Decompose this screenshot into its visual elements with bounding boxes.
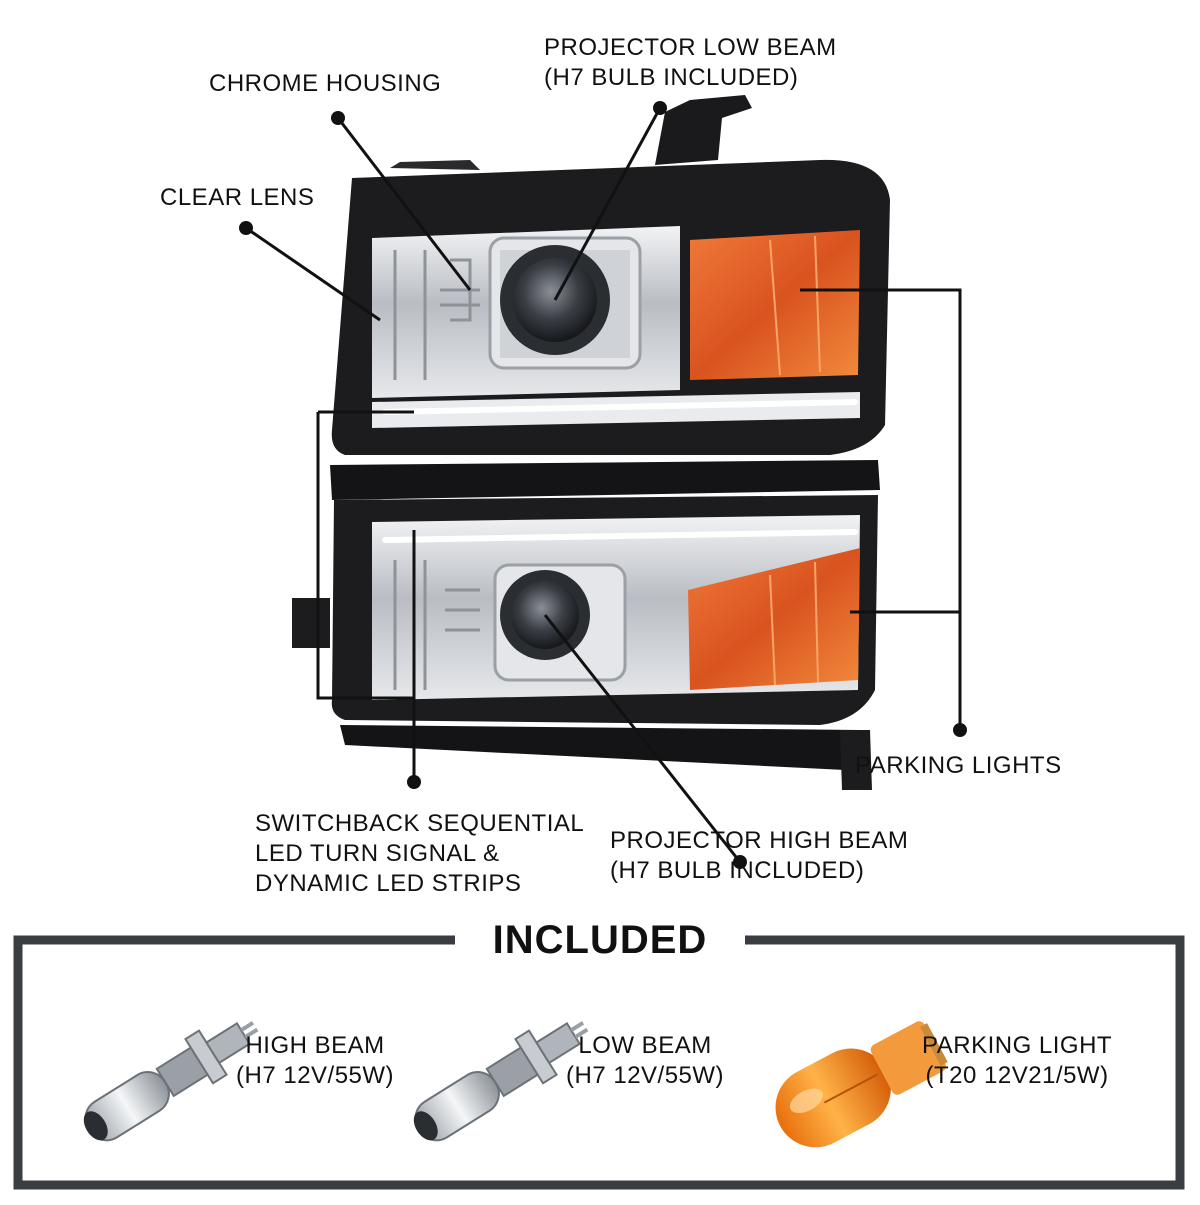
callout-leaders <box>245 107 962 863</box>
included-item-high-beam: HIGH BEAM (H7 12V/55W) <box>236 1031 394 1091</box>
callout-line: SWITCHBACK SEQUENTIAL <box>255 810 585 837</box>
callout-switchback: SWITCHBACK SEQUENTIAL LED TURN SIGNAL & … <box>255 809 584 899</box>
included-item-spec: (H7 12V/55W) <box>236 1062 395 1089</box>
bottom-trim <box>340 725 860 770</box>
callout-dots <box>239 101 967 869</box>
connector-plug <box>840 730 872 790</box>
side-mount-tab <box>292 598 330 648</box>
t20-amber-bulb-icon <box>775 1021 948 1148</box>
callout-projector-high-beam: PROJECTOR HIGH BEAM (H7 BULB INCLUDED) <box>610 826 908 886</box>
callout-clear-lens: CLEAR LENS <box>160 184 315 211</box>
upper-housing <box>331 159 890 455</box>
h7-halogen-bulb-icon <box>413 1021 589 1142</box>
included-item-spec: (H7 12V/55W) <box>566 1062 725 1089</box>
included-item-name: HIGH BEAM <box>245 1032 385 1059</box>
lower-housing <box>331 495 878 725</box>
callout-parking-lights: PARKING LIGHTS <box>855 752 1062 779</box>
included-item-spec: (T20 12V21/5W) <box>925 1062 1109 1089</box>
upper-led-strip <box>382 399 858 415</box>
included-item-parking-light: PARKING LIGHT (T20 12V21/5W) <box>922 1031 1112 1091</box>
lower-led-strip <box>382 529 858 543</box>
middle-separator-bar <box>330 460 880 500</box>
included-title: INCLUDED <box>492 918 708 962</box>
included-item-name: LOW BEAM <box>578 1032 712 1059</box>
callout-line: PROJECTOR LOW BEAM <box>544 34 837 61</box>
mounting-bracket <box>390 95 752 170</box>
included-item-name: PARKING LIGHT <box>922 1032 1113 1059</box>
included-frame <box>13 935 1185 1190</box>
callout-line: PROJECTOR HIGH BEAM <box>610 827 909 854</box>
callout-chrome-housing: CHROME HOUSING <box>209 70 442 97</box>
included-item-low-beam: LOW BEAM (H7 12V/55W) <box>566 1031 724 1091</box>
h7-halogen-bulb-icon <box>83 1021 259 1142</box>
callout-line: (H7 BULB INCLUDED) <box>544 64 799 91</box>
callout-line: DYNAMIC LED STRIPS <box>255 870 522 897</box>
callout-line: LED TURN SIGNAL & <box>255 840 500 867</box>
callout-line: (H7 BULB INCLUDED) <box>610 857 865 884</box>
callout-projector-low-beam: PROJECTOR LOW BEAM (H7 BULB INCLUDED) <box>544 33 837 93</box>
